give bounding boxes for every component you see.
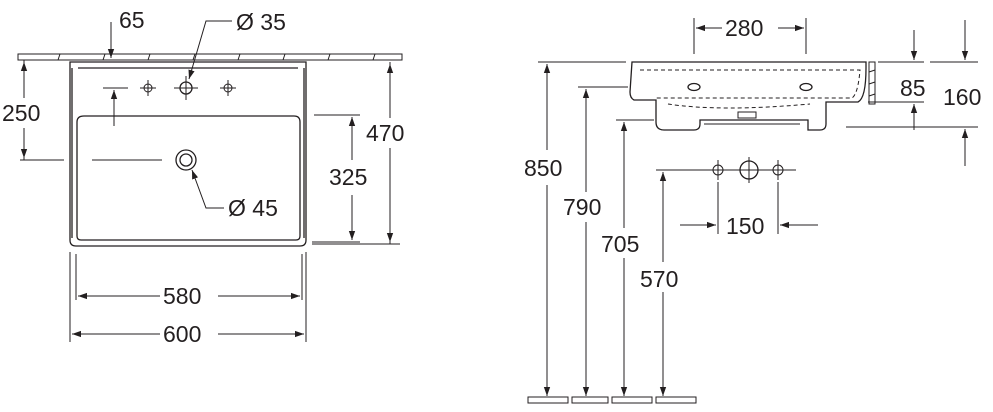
drain-icon: [92, 149, 197, 171]
dim-tap-hole-label: Ø 35: [236, 9, 286, 35]
dim-tap-floor-label: 570: [640, 266, 678, 292]
dim-inner-width-label: 580: [163, 283, 201, 309]
dim-drain-hole-label: Ø 45: [228, 195, 278, 221]
dim-overall-depth-label: 470: [366, 120, 404, 146]
side-view: 280 85 160 850: [524, 15, 981, 404]
dim-drain-depth: 325: [312, 114, 380, 243]
basin-outline: [69, 61, 307, 247]
dim-overall-width: 600: [72, 321, 304, 347]
dim-tap-spacing-label: 150: [726, 213, 764, 239]
dim-top-floor-label: 790: [563, 194, 601, 220]
dim-bottom-floor: 705: [601, 119, 654, 396]
dim-tap-spacing: 150: [680, 182, 818, 239]
dim-rim-floor: 850: [524, 61, 626, 396]
dim-drain-depth-label: 325: [329, 164, 367, 190]
dim-tap-offset: 65: [107, 7, 145, 58]
dim-overall-depth: 470: [312, 62, 416, 245]
dim-overall-width-label: 600: [163, 321, 201, 347]
tap-hole-left-icon: [140, 80, 156, 96]
dim-tap-depth-label: 250: [2, 100, 40, 126]
dim-rim-height-label: 85: [900, 75, 926, 101]
dim-bowl-width: 280: [693, 15, 807, 54]
dim-rim-height: 85: [868, 30, 926, 130]
dim-rim-floor-label: 850: [524, 155, 562, 181]
basin-side-profile: [629, 61, 867, 131]
plan-wall-hatch: [17, 53, 403, 61]
floor-hatch: [527, 396, 697, 404]
dim-overall-height: 160: [846, 20, 981, 166]
side-wall-hatch: [868, 61, 876, 105]
dim-tap-offset-label: 65: [119, 7, 145, 33]
dim-tap-floor: 570: [640, 169, 796, 396]
dim-bottom-floor-label: 705: [601, 231, 639, 257]
dim-tap-depth: 250: [0, 60, 128, 161]
tap-hole-right-icon: [220, 80, 236, 96]
tap-hole-icon: [174, 76, 198, 100]
dim-inner-width: 580: [69, 252, 307, 342]
dim-drain-hole: Ø 45: [191, 169, 278, 221]
dim-overall-height-label: 160: [943, 84, 981, 110]
dim-top-floor: 790: [563, 86, 628, 396]
tap-hole-elevation-icon: [712, 157, 784, 183]
dim-tap-hole: Ø 35: [188, 9, 286, 80]
plan-view: 65 Ø 35 250 470: [0, 7, 416, 347]
dim-bowl-width-label: 280: [725, 15, 763, 41]
